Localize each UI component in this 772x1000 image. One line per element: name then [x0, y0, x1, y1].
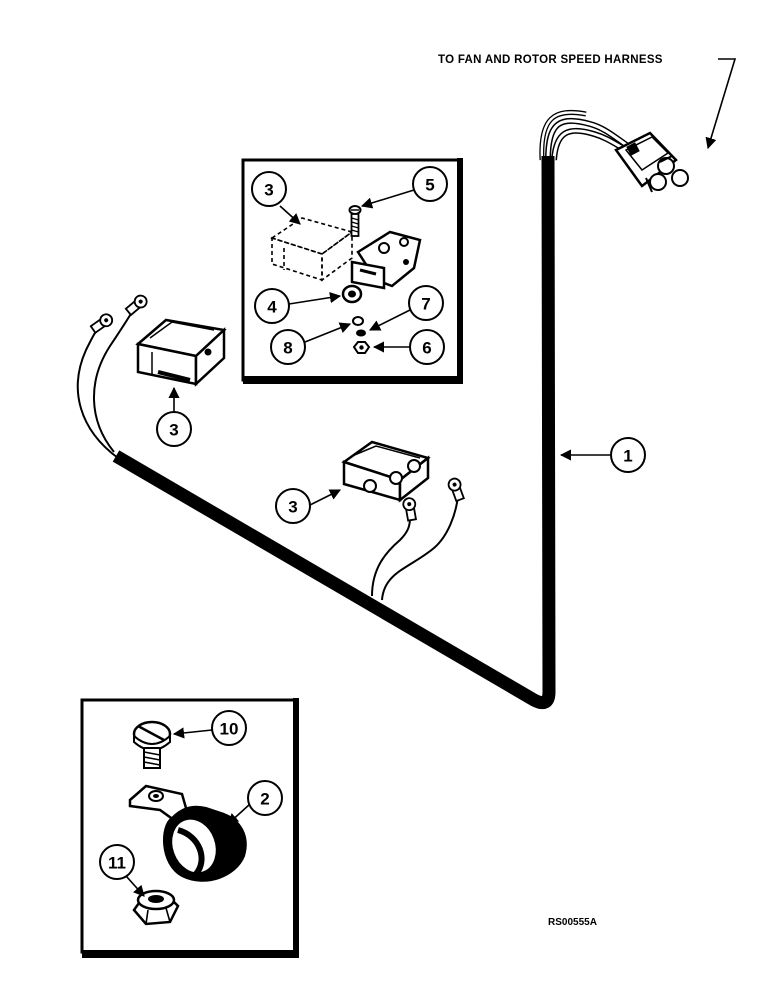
callout-10: 10 [172, 710, 247, 746]
clamp-nut [132, 889, 180, 926]
nut [352, 341, 371, 354]
screw [348, 205, 362, 237]
callout-4-label: 4 [267, 298, 277, 317]
left-switch-leads [76, 294, 148, 459]
washer-7 [356, 329, 366, 337]
washer-8 [352, 316, 364, 326]
inset-switch-detail: 3 5 4 8 7 6 [241, 158, 463, 384]
callout-5: 5 [360, 166, 448, 209]
callout-10-label: 10 [220, 720, 239, 739]
callout-3-inset-label: 3 [264, 181, 273, 200]
callout-5-label: 5 [425, 176, 434, 195]
callout-3-center-label: 3 [288, 498, 297, 517]
callout-7-label: 7 [421, 295, 430, 314]
callout-6-label: 6 [422, 339, 431, 358]
callout-1-label: 1 [623, 447, 632, 466]
callout-3-inset: 3 [251, 171, 301, 225]
clamp-screw [132, 720, 172, 769]
callout-1: 1 [559, 437, 646, 473]
cable-clamp [128, 784, 247, 882]
reference-code: RS00555A [548, 917, 597, 928]
harness-note-leader [705, 58, 737, 150]
callout-4: 4 [254, 288, 342, 324]
callout-3-left-label: 3 [169, 421, 178, 440]
callout-2: 2 [227, 780, 283, 825]
wire-harness [112, 155, 556, 710]
callout-8: 8 [270, 322, 352, 365]
callout-3-left: 3 [156, 386, 192, 447]
harness-note: TO FAN AND ROTOR SPEED HARNESS [438, 54, 663, 66]
callout-7: 7 [368, 285, 444, 331]
inset-clamp-detail: 10 2 11 [80, 698, 299, 958]
callout-8-label: 8 [283, 339, 292, 358]
center-switch-leads [371, 477, 465, 601]
callout-2-label: 2 [260, 790, 269, 809]
harness-connector [539, 109, 689, 193]
callout-6: 6 [372, 329, 445, 365]
callout-11: 11 [99, 844, 145, 897]
callout-11-label: 11 [108, 854, 126, 873]
center-switch [341, 440, 431, 503]
roller [341, 284, 363, 304]
left-switch [135, 318, 227, 387]
callout-3-center: 3 [275, 488, 342, 524]
